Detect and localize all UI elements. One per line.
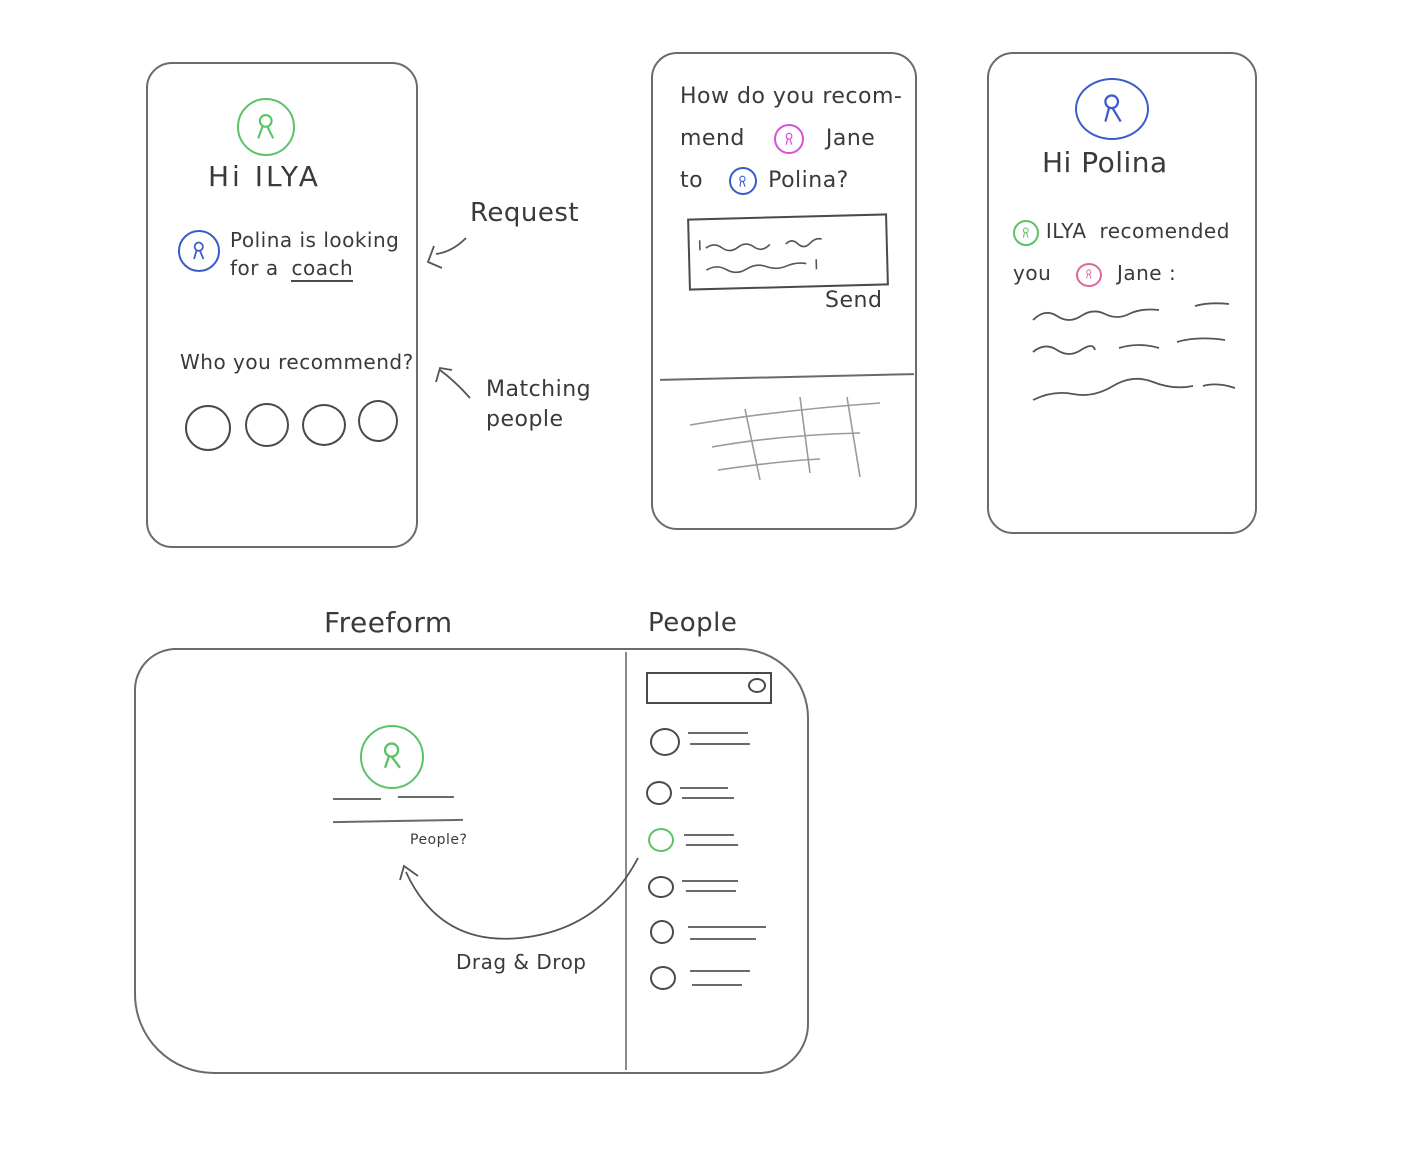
people-panel-divider[interactable] (625, 652, 627, 1070)
person-icon (785, 132, 793, 145)
matching-person-1[interactable] (185, 405, 231, 451)
node-title-line-2 (398, 796, 454, 798)
send-button[interactable]: Send (825, 288, 883, 313)
polina-avatar[interactable] (178, 230, 220, 272)
polina-avatar-small (728, 167, 757, 195)
request-line-2: for a coach (230, 256, 354, 282)
recommendation-notice: ILYA recomended you Jane : (1013, 219, 1230, 287)
person-icon (257, 114, 275, 140)
person-name-line (682, 880, 738, 882)
scribbled-text (698, 237, 822, 274)
polina-avatar-large[interactable] (1075, 78, 1149, 140)
recommend-question: Who you recommend? (180, 350, 414, 374)
person-detail-line (686, 844, 738, 846)
person-icon (384, 742, 402, 769)
person-avatar (650, 728, 680, 756)
search-icon[interactable] (748, 678, 766, 693)
annotation-request: Request (470, 198, 580, 228)
person-avatar (648, 828, 674, 852)
person-detail-line (690, 743, 750, 745)
people-label: People (648, 608, 738, 638)
jane-avatar (774, 124, 805, 154)
person-name-line (688, 732, 748, 734)
recommendation-textarea[interactable] (687, 213, 889, 291)
person-detail-line (682, 797, 734, 799)
polina-greeting: Hi Polina (1042, 146, 1168, 179)
person-icon (739, 175, 746, 187)
annotation-matching-people: Matching people (486, 377, 592, 432)
person-name-line (680, 787, 728, 789)
dropped-person-avatar[interactable] (360, 725, 424, 789)
person-avatar (646, 781, 672, 805)
greeting-title: Hi ILYA (208, 160, 321, 193)
person-name-line (690, 970, 750, 972)
person-icon (1104, 94, 1122, 123)
compose-question: How do you recom- mend Jane to Polina? (680, 84, 903, 195)
person-detail-line (692, 984, 742, 986)
person-detail-line (690, 938, 756, 940)
person-icon (193, 241, 205, 260)
request-keyword-link[interactable]: coach (291, 256, 354, 282)
drag-drop-label: Drag & Drop (456, 950, 587, 974)
message-scribble (1032, 302, 1236, 401)
person-icon (1086, 269, 1092, 279)
request-line-1: Polina is looking (230, 228, 400, 252)
matching-person-3[interactable] (302, 404, 346, 446)
people-list-item[interactable] (646, 724, 776, 758)
freeform-board (134, 648, 809, 1074)
people-search-input[interactable] (646, 672, 772, 704)
person-avatar (650, 920, 674, 944)
matching-person-2[interactable] (245, 403, 289, 447)
people-list-item[interactable] (646, 872, 776, 906)
matching-person-4[interactable] (358, 400, 398, 442)
person-avatar (648, 876, 674, 898)
node-people-caption: People? (410, 832, 468, 848)
keyboard-sketch[interactable] (680, 385, 900, 495)
ilya-avatar[interactable] (237, 98, 295, 156)
person-detail-line (686, 890, 736, 892)
freeform-label: Freeform (324, 606, 453, 639)
people-list-item[interactable] (646, 964, 776, 998)
people-list-item[interactable] (646, 920, 776, 954)
request-text[interactable]: Polina is looking for a coach (230, 226, 399, 282)
jane-avatar-small[interactable] (1076, 262, 1103, 287)
node-title-line-1 (333, 798, 381, 800)
person-avatar (650, 966, 676, 990)
people-list-item[interactable] (646, 824, 776, 858)
person-name-line (684, 834, 734, 836)
ilya-avatar-small[interactable] (1013, 219, 1039, 246)
person-icon (1023, 227, 1029, 238)
person-name-line (688, 926, 766, 928)
people-list-item[interactable] (646, 777, 776, 811)
